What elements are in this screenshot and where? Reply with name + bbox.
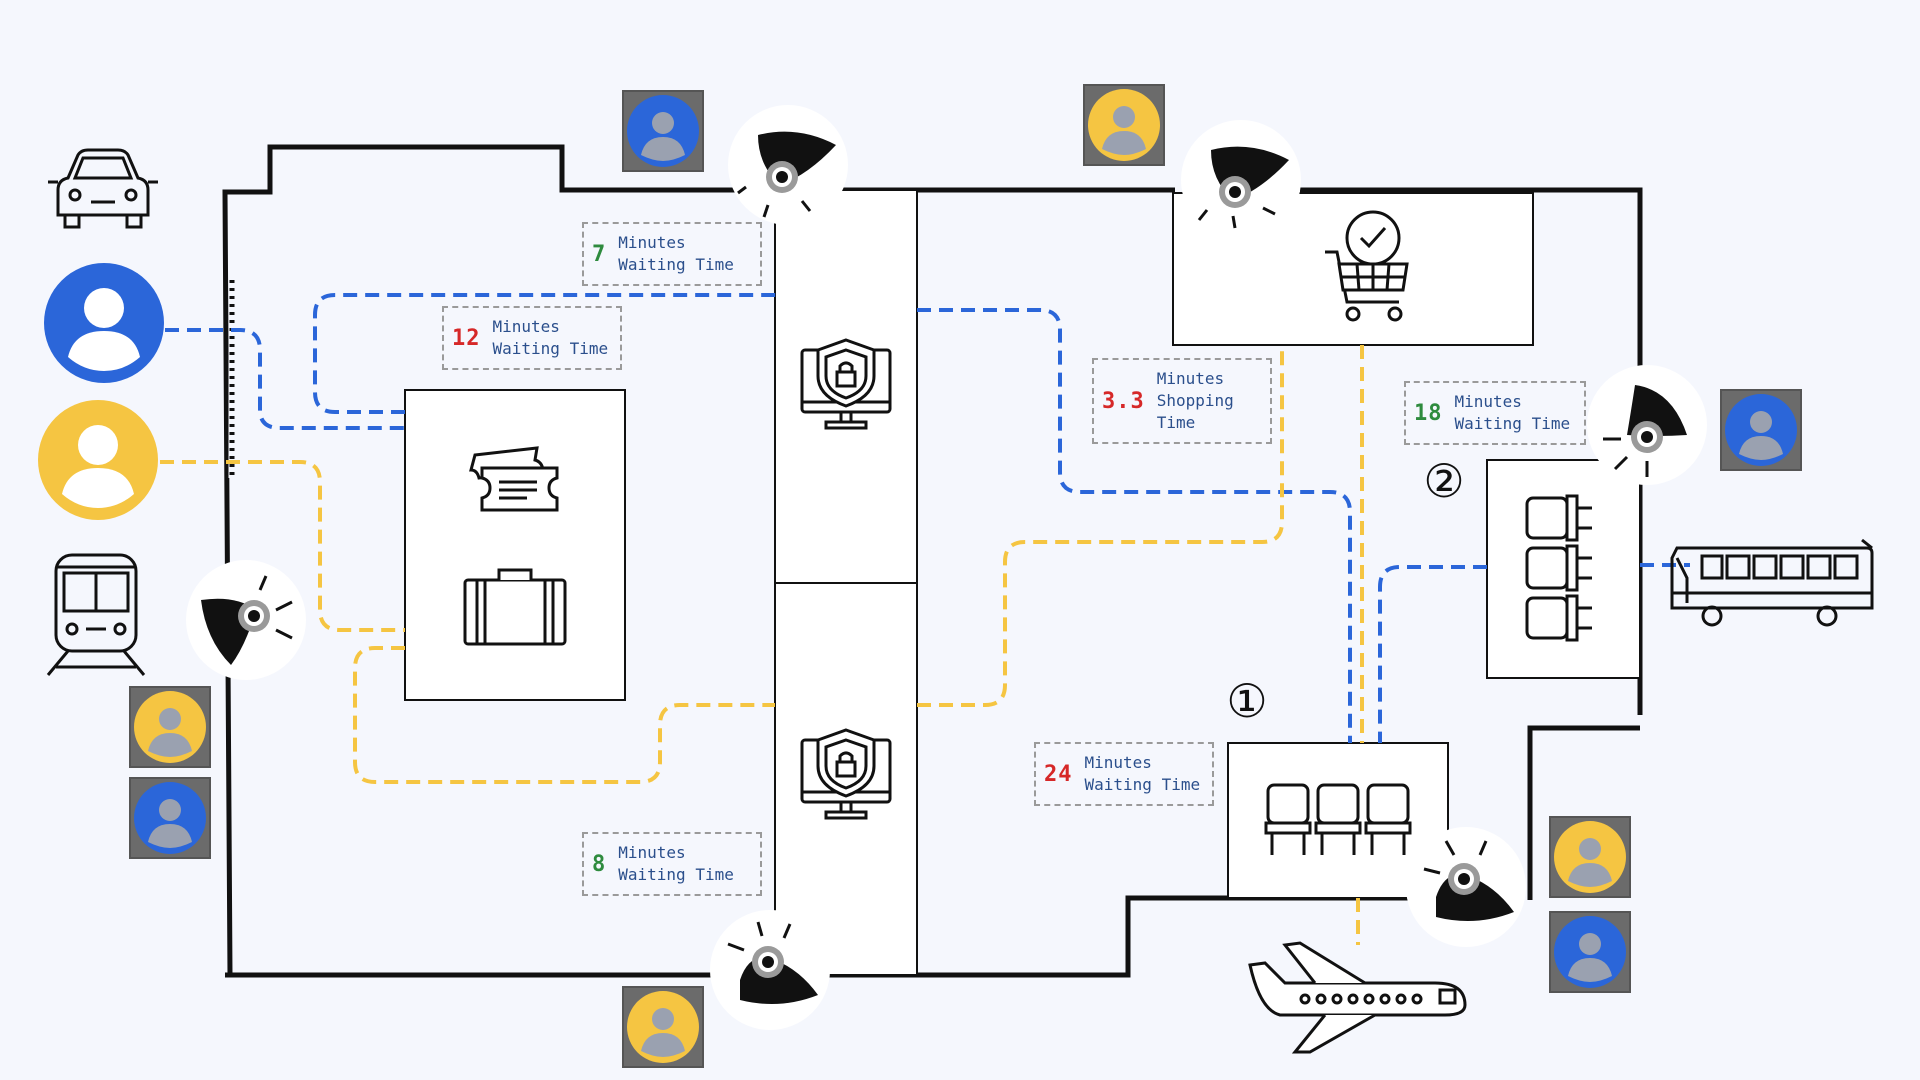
security-monitor-icon-upper bbox=[800, 338, 892, 430]
person-avatar-icon bbox=[622, 986, 704, 1068]
yellow-path-to-shop bbox=[917, 345, 1284, 707]
person-avatar-icon bbox=[1549, 911, 1631, 993]
blue-path-to-gate bbox=[917, 308, 1352, 743]
blue-path-entry bbox=[165, 328, 405, 430]
label-text: Minutes Waiting Time bbox=[492, 317, 609, 358]
label-text: Minutes Shopping Time bbox=[1156, 369, 1234, 432]
security-camera-icon bbox=[1587, 365, 1707, 485]
bus-icon bbox=[1670, 538, 1874, 627]
waiting-chairs-icon-gate bbox=[1264, 783, 1412, 855]
label-number: 3.3 bbox=[1102, 388, 1145, 414]
label-text: Minutes Waiting Time bbox=[618, 843, 734, 884]
check-in-room bbox=[404, 389, 626, 701]
waiting-time-label: 24 Minutes Waiting Time bbox=[1034, 742, 1214, 806]
person-avatar-icon bbox=[129, 777, 211, 859]
tickets-icon bbox=[469, 446, 559, 512]
person-avatar-icon-blue-large bbox=[44, 263, 164, 383]
yellow-paths bbox=[160, 345, 1364, 945]
waiting-time-label: 18 Minutes Waiting Time bbox=[1404, 381, 1586, 445]
wall-east-lower bbox=[1527, 725, 1640, 900]
label-number: 24 bbox=[1044, 761, 1073, 787]
label-number: 12 bbox=[452, 325, 481, 351]
blue-paths bbox=[165, 293, 1690, 743]
shopping-time-label: 3.3 Minutes Shopping Time bbox=[1092, 358, 1272, 444]
gate-marker-1: ① bbox=[1226, 674, 1267, 728]
person-avatar-icon bbox=[1549, 816, 1631, 898]
yellow-path-checkin-security bbox=[353, 646, 775, 784]
label-text: Minutes Waiting Time bbox=[618, 233, 734, 274]
waiting-chairs-icon-bus bbox=[1525, 494, 1592, 642]
security-camera-icon bbox=[1181, 120, 1301, 240]
label-text: Minutes Waiting Time bbox=[1454, 392, 1571, 433]
person-avatar-icon bbox=[622, 90, 704, 172]
waiting-time-label: 12 Minutes Waiting Time bbox=[442, 306, 622, 370]
person-avatar-icon bbox=[129, 686, 211, 768]
security-camera-icon bbox=[186, 560, 306, 680]
gate-markers: ① ② bbox=[1226, 454, 1464, 728]
label-number: 7 bbox=[592, 241, 607, 267]
car-icon bbox=[48, 148, 158, 229]
person-avatar-icon bbox=[1083, 84, 1165, 166]
label-number: 18 bbox=[1414, 400, 1443, 426]
blue-path-bus-gate bbox=[1378, 565, 1487, 743]
security-cameras bbox=[186, 105, 1707, 1030]
gate-marker-2: ② bbox=[1423, 454, 1464, 508]
wall-north-west bbox=[222, 144, 735, 976]
train-icon bbox=[46, 553, 146, 676]
airplane-icon bbox=[1248, 941, 1467, 1054]
security-camera-icon bbox=[1406, 827, 1526, 947]
security-camera-icon bbox=[728, 105, 848, 225]
security-monitor-icon-lower bbox=[800, 728, 892, 820]
label-number: 8 bbox=[592, 851, 607, 877]
person-avatar-icon bbox=[1720, 389, 1802, 471]
label-text: Minutes Waiting Time bbox=[1084, 753, 1201, 794]
security-camera-icon bbox=[710, 910, 830, 1030]
suitcase-icon bbox=[463, 568, 567, 646]
shopping-cart-icon bbox=[1325, 210, 1409, 322]
waiting-time-label: 7 Minutes Waiting Time bbox=[582, 222, 762, 286]
person-tiles bbox=[129, 84, 1802, 1068]
blue-path-loop bbox=[313, 293, 780, 414]
person-avatar-icon-yellow-large bbox=[38, 400, 158, 520]
waiting-time-label: 8 Minutes Waiting Time bbox=[582, 832, 762, 896]
